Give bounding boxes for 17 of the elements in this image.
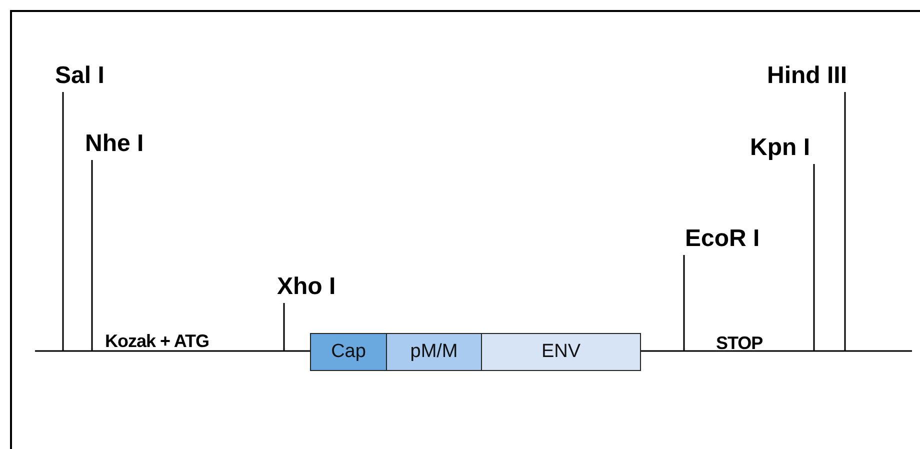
restriction-site-label: Hind III <box>767 62 847 90</box>
leader-line <box>813 164 815 351</box>
leader-line <box>683 255 685 351</box>
restriction-site-label: Xho I <box>277 273 336 301</box>
sequence-feature-label: Kozak + ATG <box>105 331 210 351</box>
leader-line <box>283 303 285 351</box>
leader-line <box>844 92 846 351</box>
gene-segment: pM/M <box>386 333 482 371</box>
gene-segment: ENV <box>481 333 641 371</box>
sequence-feature-label: STOP <box>716 333 763 353</box>
restriction-site-label: Kpn I <box>750 134 810 162</box>
leader-line <box>62 92 64 351</box>
restriction-site-label: Sal I <box>55 62 104 90</box>
leader-line <box>91 160 93 351</box>
restriction-site-label: Nhe I <box>85 130 144 158</box>
gene-segment: Cap <box>310 333 387 371</box>
restriction-site-label: EcoR I <box>685 225 760 253</box>
